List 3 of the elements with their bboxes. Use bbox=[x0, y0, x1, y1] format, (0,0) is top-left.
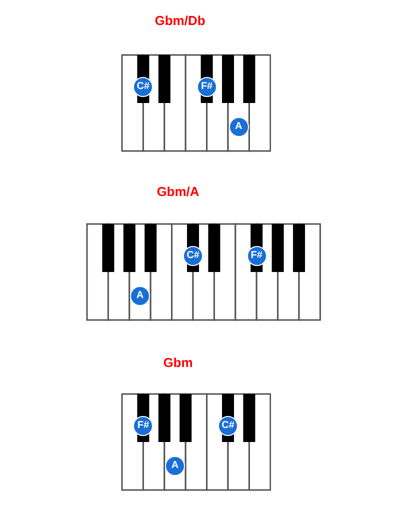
chord-title: Gbm/Db bbox=[154, 13, 206, 28]
chord-title: Gbm bbox=[163, 355, 193, 370]
chord-title: Gbm/A bbox=[156, 184, 200, 199]
